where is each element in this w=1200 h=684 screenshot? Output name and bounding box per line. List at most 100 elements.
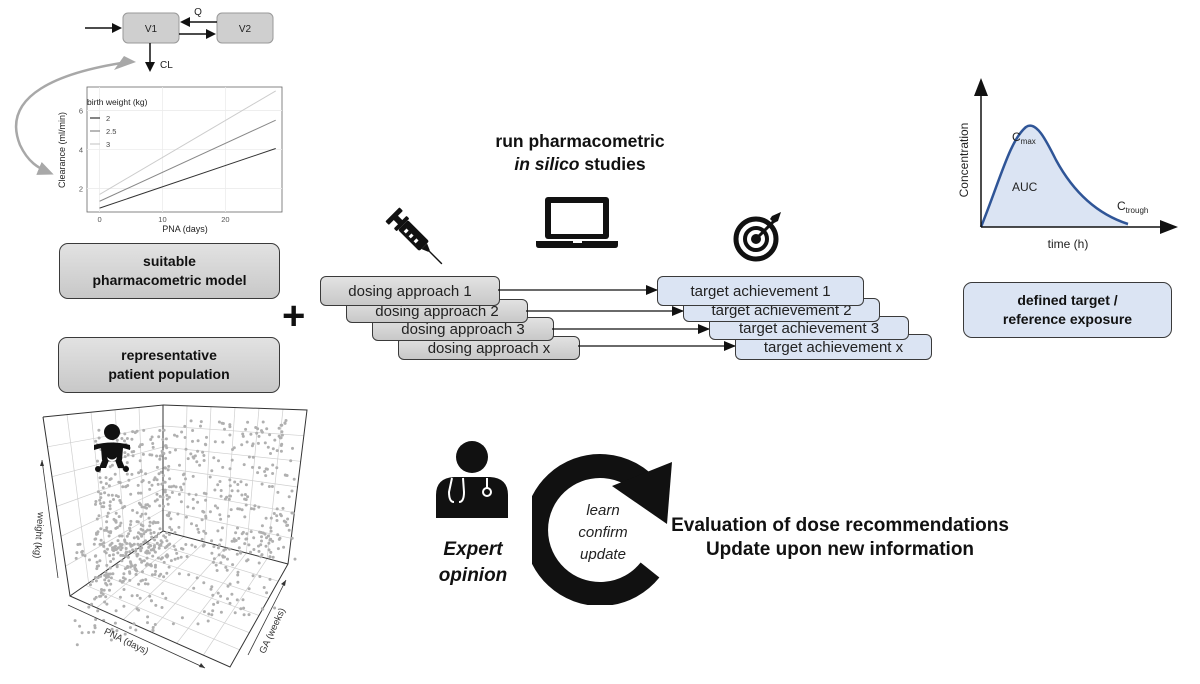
population-point [217, 553, 221, 557]
population-point [243, 493, 247, 496]
population-point [241, 598, 245, 602]
population-point [140, 505, 144, 509]
population-point [156, 556, 160, 560]
population-point [93, 537, 97, 541]
population-point [222, 548, 226, 552]
population-point [126, 555, 130, 559]
population-point [258, 575, 262, 578]
population-point [267, 541, 271, 545]
population-point [139, 503, 143, 507]
population-point [257, 505, 261, 509]
population-point [104, 576, 108, 579]
population-point [97, 436, 101, 440]
population-point [148, 487, 152, 491]
target-achievement-label: target achievement 3 [738, 319, 880, 337]
population-point [162, 428, 166, 432]
population-point [212, 557, 216, 561]
baby-icon [94, 424, 130, 472]
population-point [276, 490, 280, 494]
population-point [90, 602, 94, 606]
population-point [234, 539, 238, 542]
population-point [141, 452, 145, 456]
population-point [190, 522, 193, 526]
population-point [277, 426, 281, 430]
population-point [220, 526, 224, 530]
population-point [217, 459, 220, 463]
population-point [168, 477, 172, 481]
population-point [109, 582, 113, 586]
population-point [151, 629, 155, 632]
population-point [284, 419, 288, 422]
population-point [105, 602, 109, 606]
population-point [165, 555, 169, 559]
population-point [230, 592, 234, 596]
doctor-icon [436, 441, 508, 518]
population-point [166, 502, 170, 506]
population-point [196, 500, 200, 504]
population-point [103, 573, 107, 577]
population-point [243, 515, 247, 519]
target-achievement-label: target achievement 1 [690, 282, 831, 300]
population-point [264, 516, 268, 520]
population-point [137, 471, 141, 475]
population-point [159, 454, 163, 458]
population-point [173, 557, 177, 561]
population-point [159, 572, 163, 576]
population-point [103, 578, 107, 582]
population-point [169, 559, 173, 563]
expert-opinion-label: Expert opinion [418, 537, 528, 589]
ctrough-label: Ctrough [1117, 199, 1148, 215]
population-point [157, 532, 161, 536]
population-point [153, 538, 157, 542]
population-point [279, 444, 283, 447]
population-point [120, 559, 124, 563]
population-point [292, 477, 296, 481]
population-point [151, 626, 155, 629]
population-point [165, 553, 169, 557]
population-point [75, 551, 79, 555]
population-point [158, 457, 162, 461]
population-point [151, 445, 155, 449]
population-point [287, 495, 291, 499]
population-point [155, 541, 159, 545]
clearance-legend-title: birth weight (kg) [87, 97, 148, 107]
population-point [94, 500, 98, 503]
population-point [247, 613, 251, 617]
population-point [105, 515, 109, 518]
population-point [244, 498, 248, 502]
population-gridline [176, 552, 247, 644]
population-point [199, 424, 202, 428]
compartment-v1-box [122, 12, 180, 44]
population-point [263, 470, 267, 473]
population-point [124, 485, 128, 489]
population-point [213, 504, 217, 508]
population-point [134, 628, 138, 632]
population-point [183, 424, 187, 428]
population-point [132, 536, 136, 540]
population-point [257, 544, 260, 548]
population-point [135, 429, 139, 433]
population-point [135, 511, 139, 515]
population-point [78, 542, 82, 546]
compartment-v2-box [216, 12, 274, 44]
population-point [111, 630, 115, 634]
cycle-words: learn confirm update [568, 500, 638, 566]
population-point [133, 566, 137, 570]
population-point [152, 478, 156, 482]
target-box-line2: reference exposure [1002, 311, 1133, 327]
defined-target-box: defined target / reference exposure [963, 282, 1172, 338]
population-point [116, 551, 120, 555]
population-point [257, 434, 261, 438]
population-gridline [162, 425, 304, 437]
population-point [216, 483, 220, 487]
population-point [236, 570, 240, 574]
population-point [218, 480, 222, 483]
population-point [123, 455, 127, 459]
population-point [122, 572, 126, 576]
population-point [217, 420, 221, 424]
population-point [204, 498, 208, 502]
cycle-arrow-icon [532, 454, 672, 605]
population-point [119, 521, 123, 525]
population-point [126, 566, 130, 569]
population-point [141, 528, 145, 532]
